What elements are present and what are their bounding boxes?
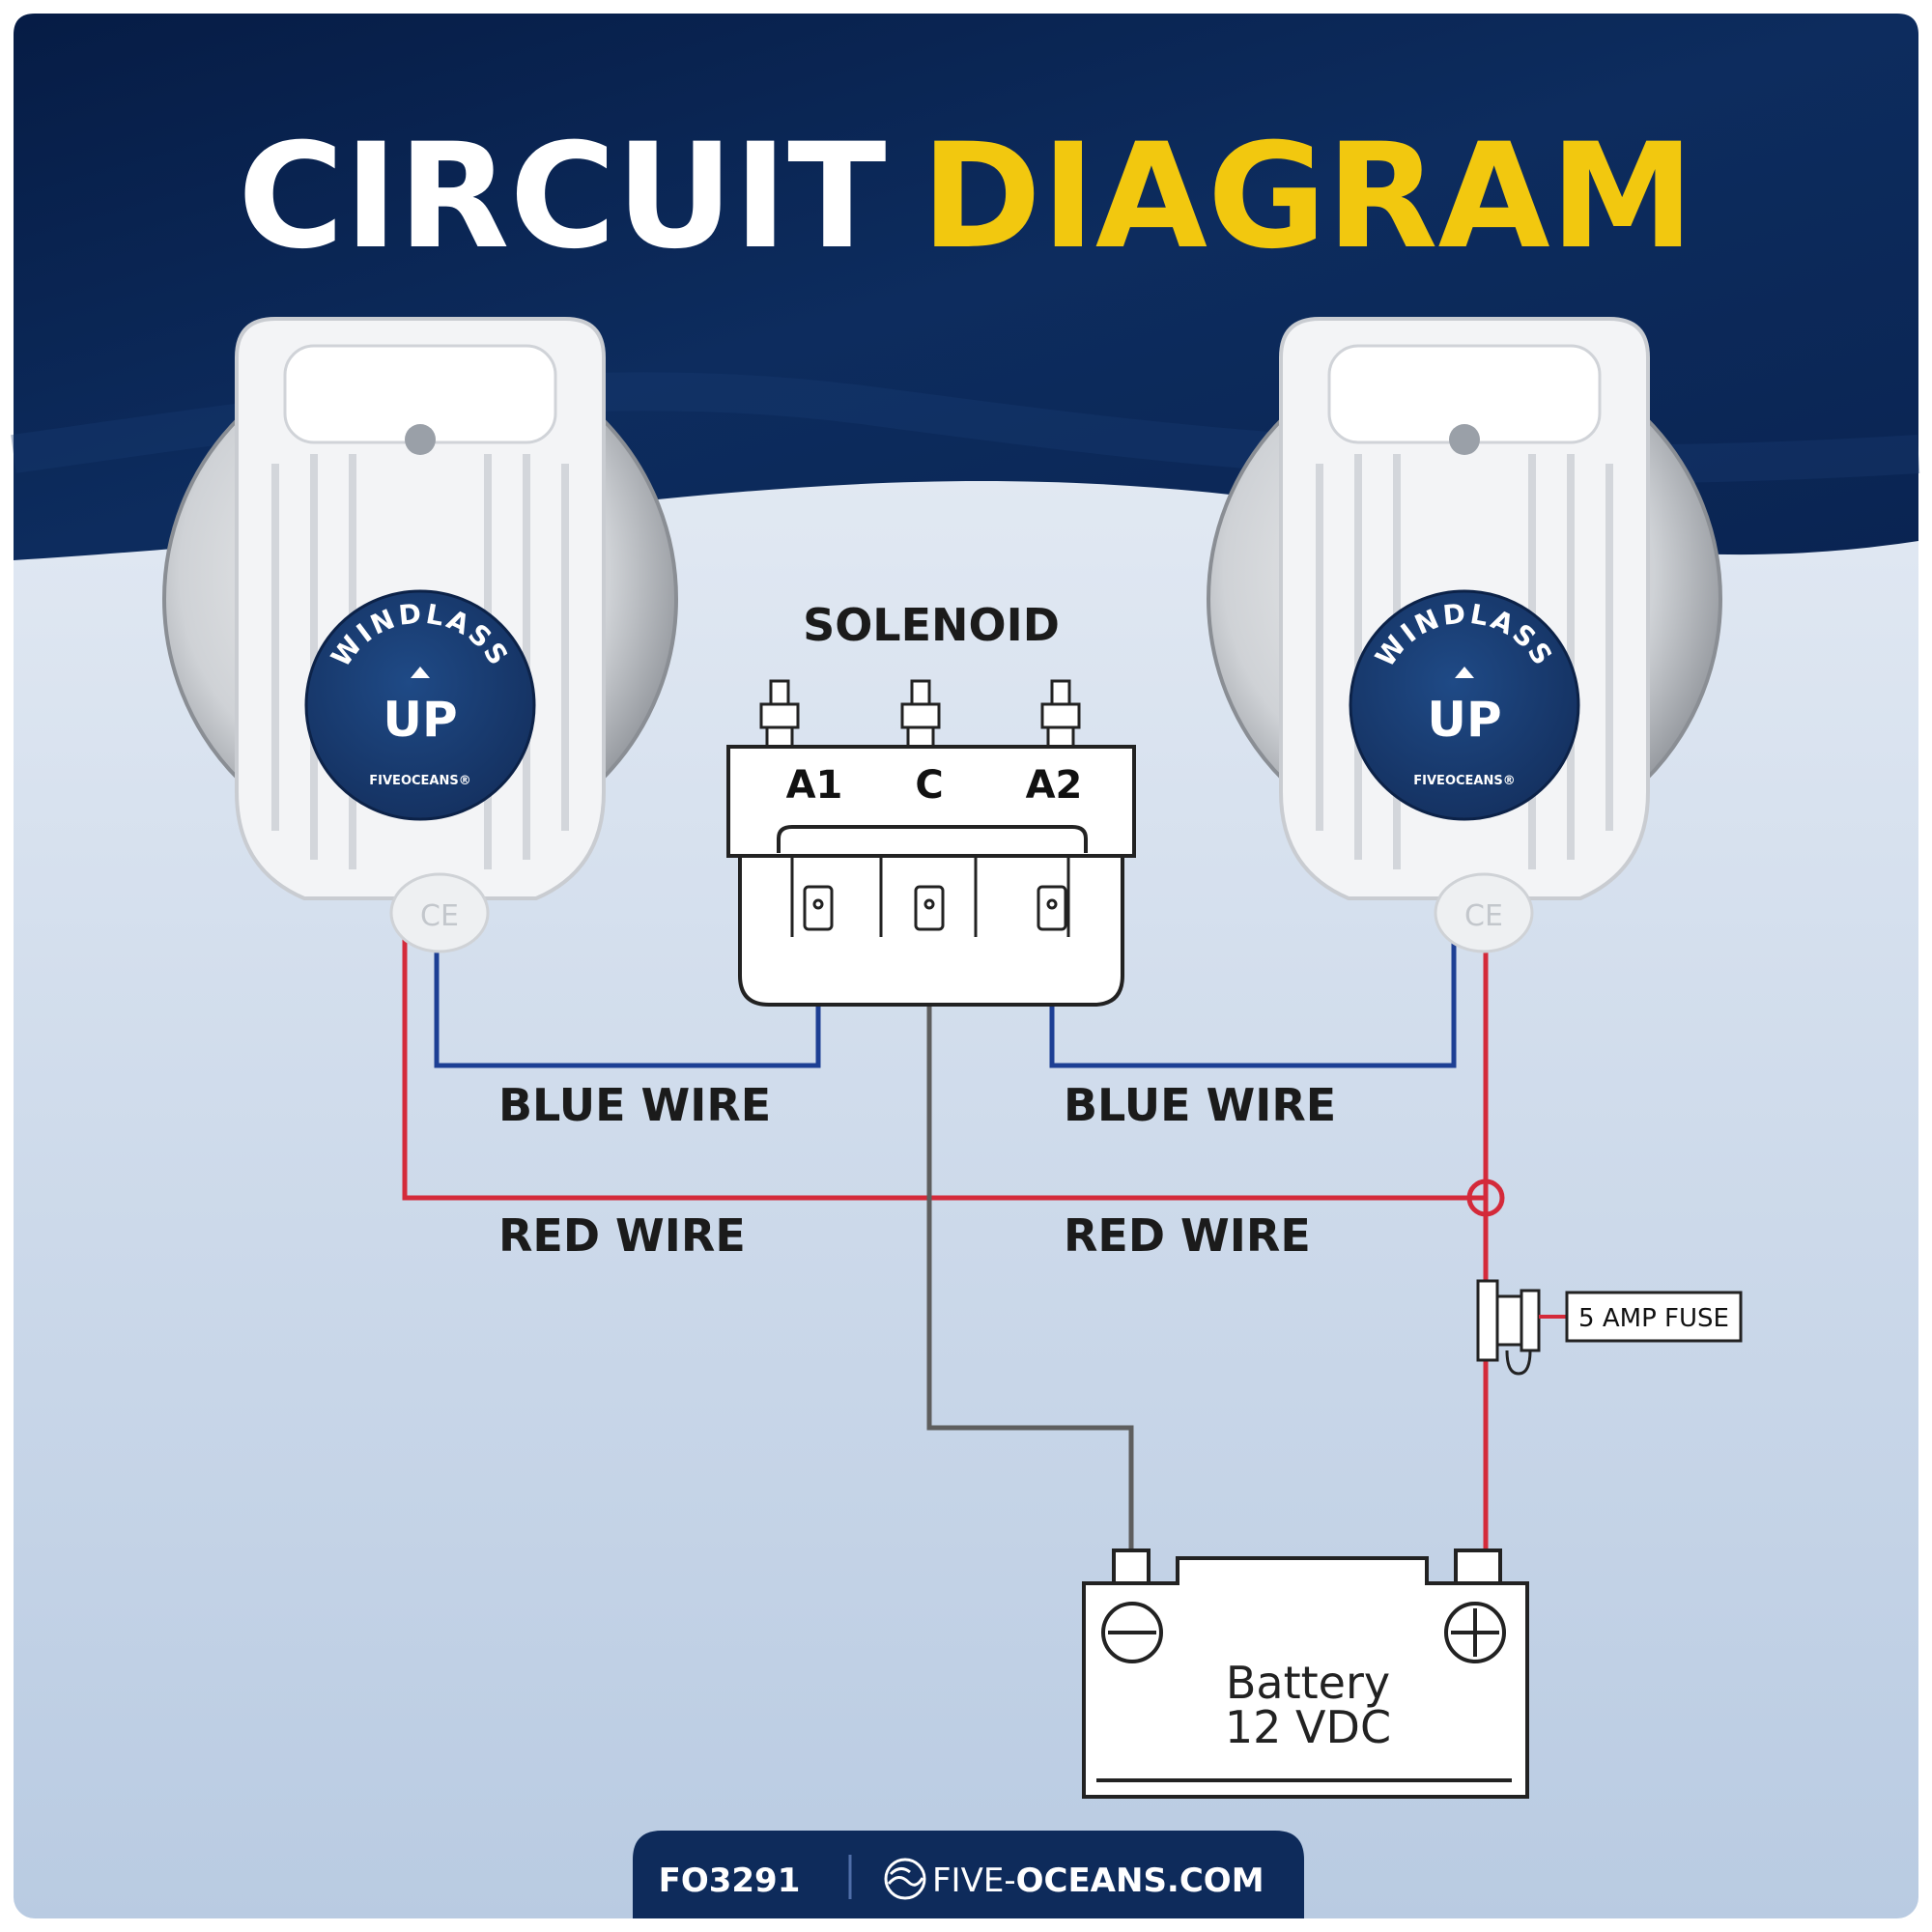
fuse-cap-left [1476,1279,1499,1362]
red-wire-label-right: RED WIRE [1064,1209,1311,1262]
footer-domain-main: OCEANS.COM [1016,1861,1264,1900]
switch-brand: FIVEOCEANS® [1413,774,1515,788]
battery: Battery 12 VDC [1082,1548,1529,1799]
red-wire-left [402,939,1486,1201]
solenoid: SOLENOID A1 C A2 [726,599,1136,1007]
windlass-switch-left[interactable]: WINDLASS UP FIVEOCEANS® CE [162,317,678,953]
footer-sku: FO3291 [659,1861,801,1900]
ce-mark: CE [420,899,459,933]
switch-ce-tab [389,872,490,953]
switch-brand: FIVEOCEANS® [369,774,470,788]
footer-domain-prefix: FIVE- [932,1861,1016,1900]
footer-domain: FIVE-OCEANS.COM [932,1861,1264,1900]
switch-screw [1449,424,1480,455]
battery-label: Battery [1226,1657,1390,1709]
red-wire-label-left: RED WIRE [498,1209,746,1262]
solenoid-cap [777,825,1088,853]
battery-terminal-positive [1454,1548,1502,1585]
fuse-holder: 5 AMP FUSE [1476,1279,1743,1376]
windlass-switch-right[interactable]: WINDLASS UP FIVEOCEANS® CE [1207,317,1722,953]
solenoid-studs [759,679,1081,749]
title-part-1: CIRCUIT [238,113,886,281]
battery-terminal-negative [1112,1548,1151,1585]
fuse-loop [1505,1350,1532,1376]
solenoid-lugs [803,885,1067,931]
red-wire-junction [1466,1179,1505,1217]
blue-wire-label-left: BLUE WIRE [498,1079,771,1131]
ce-mark: CE [1464,899,1503,933]
wave-logo-icon [884,1858,926,1900]
footer-badge: FO3291 FIVE-OCEANS.COM [633,1831,1304,1918]
terminal-a2-label: A2 [1026,763,1083,808]
terminal-c-label: C [915,763,943,808]
title-part-2: DIAGRAM [922,113,1694,281]
switch-button-cap[interactable] [304,589,536,821]
switch-ce-tab [1434,872,1534,953]
terminal-a1-label: A1 [786,763,843,808]
solenoid-label: SOLENOID [803,599,1060,651]
fuse-cap-right [1520,1289,1541,1352]
switch-screw [405,424,436,455]
fuse-label: 5 AMP FUSE [1578,1304,1729,1333]
footer-badge-bg [633,1831,1304,1918]
switch-button-label: UP [1427,692,1501,748]
battery-voltage: 12 VDC [1225,1701,1391,1753]
fuse-label-box [1565,1291,1743,1343]
blue-wire-label-right: BLUE WIRE [1064,1079,1336,1131]
up-arrow-icon [1455,667,1474,678]
ground-wire [926,910,1134,1550]
switch-button-label: UP [383,692,457,748]
battery-case [1082,1556,1529,1799]
switch-button-cap[interactable] [1349,589,1580,821]
solenoid-ribs [790,856,1070,937]
up-arrow-icon [411,667,430,678]
